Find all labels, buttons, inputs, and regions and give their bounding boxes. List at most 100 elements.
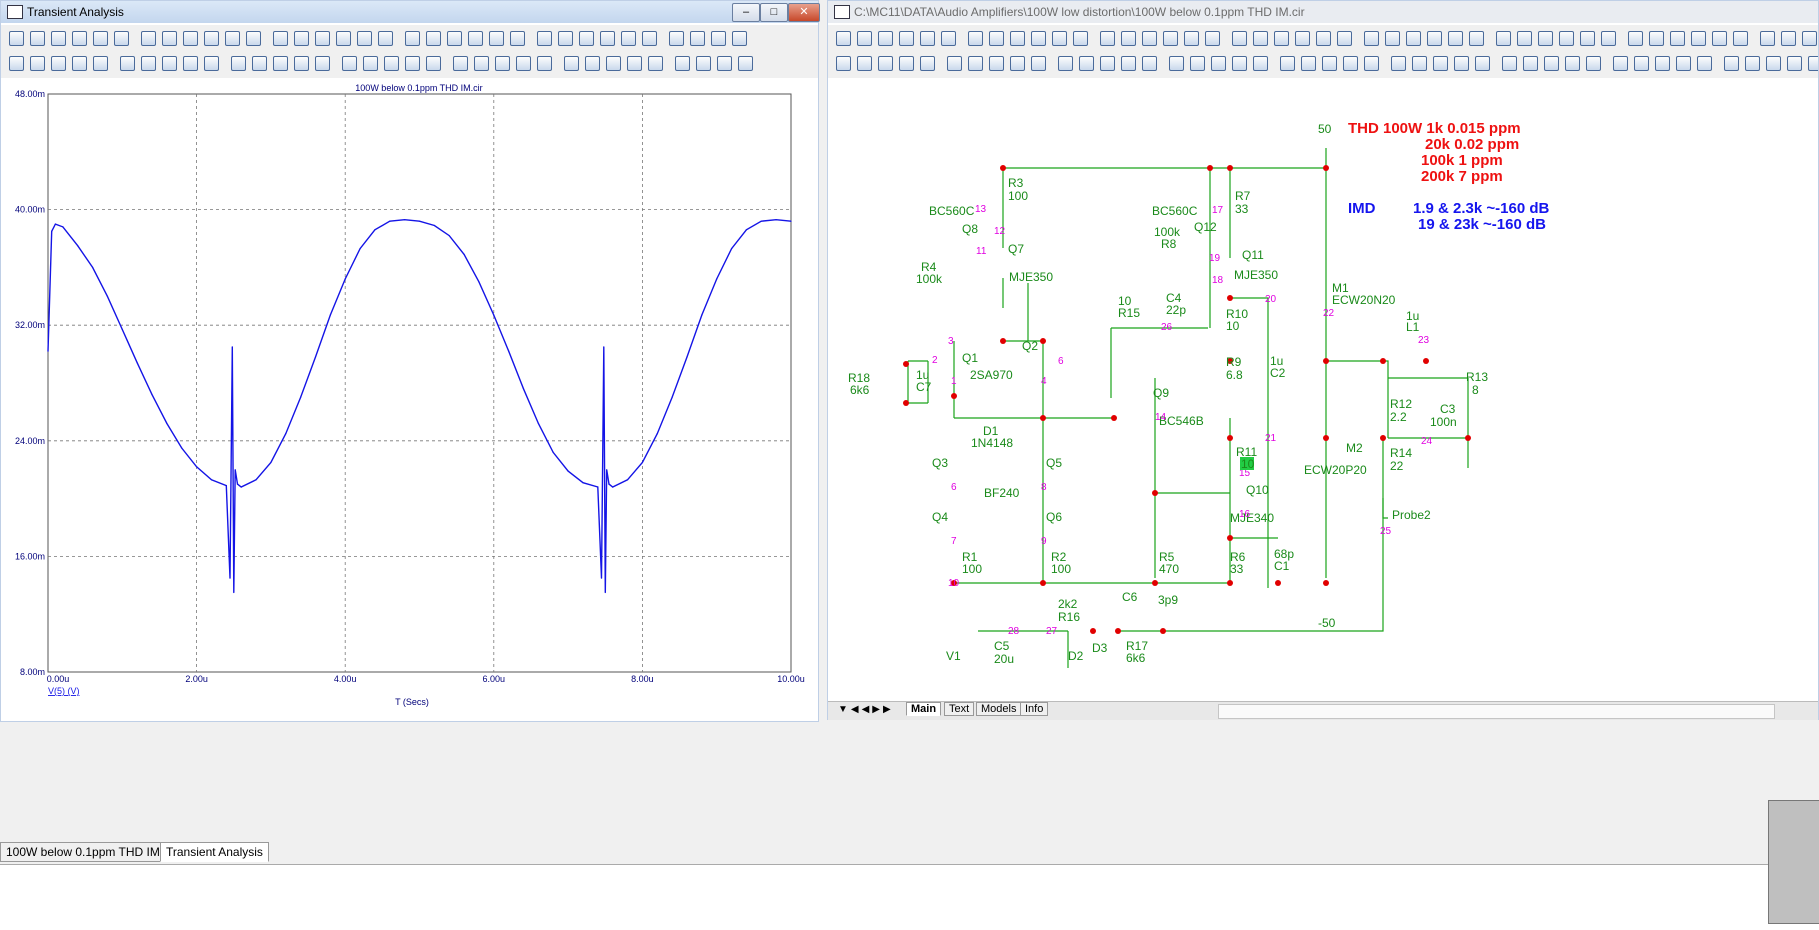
toolbar-button-icon[interactable] bbox=[855, 29, 873, 47]
toolbar-button-icon[interactable] bbox=[313, 29, 331, 47]
tab-circuit-file[interactable]: 100W below 0.1ppm THD IM.cir bbox=[0, 842, 182, 862]
toolbar-button-icon[interactable] bbox=[966, 29, 984, 47]
toolbar-button-icon[interactable] bbox=[1758, 29, 1776, 47]
toolbar-button-icon[interactable] bbox=[945, 54, 963, 72]
toolbar-button-icon[interactable] bbox=[1764, 54, 1782, 72]
toolbar-button-icon[interactable] bbox=[1785, 54, 1803, 72]
output-pane[interactable] bbox=[0, 864, 1819, 930]
toolbar-button-icon[interactable] bbox=[1341, 54, 1359, 72]
toolbar-button-icon[interactable] bbox=[1140, 29, 1158, 47]
toolbar-button-icon[interactable] bbox=[1029, 54, 1047, 72]
toolbar-button-icon[interactable] bbox=[91, 29, 109, 47]
toolbar-button-icon[interactable] bbox=[1446, 29, 1464, 47]
toolbar-button-icon[interactable] bbox=[7, 54, 25, 72]
toolbar-button-icon[interactable] bbox=[1404, 29, 1422, 47]
toolbar-button-icon[interactable] bbox=[987, 29, 1005, 47]
toolbar-button-icon[interactable] bbox=[139, 29, 157, 47]
toolbar-button-icon[interactable] bbox=[1674, 54, 1692, 72]
toolbar-button-icon[interactable] bbox=[1467, 29, 1485, 47]
toolbar-button-icon[interactable] bbox=[1515, 29, 1533, 47]
toolbar-button-icon[interactable] bbox=[1695, 54, 1713, 72]
toolbar-button-icon[interactable] bbox=[1653, 54, 1671, 72]
toolbar-button-icon[interactable] bbox=[271, 29, 289, 47]
maximize-button[interactable]: □ bbox=[760, 3, 788, 22]
toolbar-button-icon[interactable] bbox=[1578, 29, 1596, 47]
toolbar-button-icon[interactable] bbox=[472, 54, 490, 72]
toolbar-button-icon[interactable] bbox=[1299, 54, 1317, 72]
toolbar-button-icon[interactable] bbox=[424, 54, 442, 72]
toolbar-button-icon[interactable] bbox=[1140, 54, 1158, 72]
toolbar-button-icon[interactable] bbox=[1668, 29, 1686, 47]
toolbar-button-icon[interactable] bbox=[1272, 29, 1290, 47]
toolbar-button-icon[interactable] bbox=[1056, 54, 1074, 72]
toolbar-button-icon[interactable] bbox=[1647, 29, 1665, 47]
toolbar-button-icon[interactable] bbox=[1536, 29, 1554, 47]
toolbar-button-icon[interactable] bbox=[694, 54, 712, 72]
toolbar-button-icon[interactable] bbox=[1557, 29, 1575, 47]
toolbar-button-icon[interactable] bbox=[1293, 29, 1311, 47]
tab-nav-buttons[interactable]: ▼◀◀▶▶ bbox=[838, 704, 894, 715]
toolbar-button-icon[interactable] bbox=[493, 54, 511, 72]
toolbar-button-icon[interactable] bbox=[508, 29, 526, 47]
toolbar-button-icon[interactable] bbox=[451, 54, 469, 72]
toolbar-button-icon[interactable] bbox=[535, 54, 553, 72]
toolbar-button-icon[interactable] bbox=[292, 29, 310, 47]
toolbar-button-icon[interactable] bbox=[1278, 54, 1296, 72]
toolbar-button-icon[interactable] bbox=[181, 54, 199, 72]
toolbar-button-icon[interactable] bbox=[1251, 54, 1269, 72]
toolbar-button-icon[interactable] bbox=[376, 29, 394, 47]
toolbar-button-icon[interactable] bbox=[1452, 54, 1470, 72]
toolbar-button-icon[interactable] bbox=[897, 29, 915, 47]
toolbar-button-icon[interactable] bbox=[625, 54, 643, 72]
toolbar-button-icon[interactable] bbox=[1335, 29, 1353, 47]
toolbar-button-icon[interactable] bbox=[340, 54, 358, 72]
toolbar-button-icon[interactable] bbox=[424, 29, 442, 47]
toolbar-button-icon[interactable] bbox=[1077, 54, 1095, 72]
tab-text[interactable]: Text bbox=[944, 702, 975, 716]
toolbar-button-icon[interactable] bbox=[1362, 54, 1380, 72]
tab-main[interactable]: Main bbox=[906, 702, 942, 716]
toolbar-button-icon[interactable] bbox=[1071, 29, 1089, 47]
toolbar-button-icon[interactable] bbox=[577, 29, 595, 47]
toolbar-button-icon[interactable] bbox=[292, 54, 310, 72]
toolbar-button-icon[interactable] bbox=[334, 29, 352, 47]
toolbar-button-icon[interactable] bbox=[355, 29, 373, 47]
toolbar-button-icon[interactable] bbox=[403, 29, 421, 47]
toolbar-button-icon[interactable] bbox=[70, 54, 88, 72]
toolbar-button-icon[interactable] bbox=[1314, 29, 1332, 47]
toolbar-button-icon[interactable] bbox=[667, 29, 685, 47]
minimize-button[interactable]: – bbox=[732, 3, 760, 22]
tab-models[interactable]: Models bbox=[976, 702, 1022, 716]
toolbar-button-icon[interactable] bbox=[403, 54, 421, 72]
toolbar-button-icon[interactable] bbox=[939, 29, 957, 47]
toolbar-button-icon[interactable] bbox=[897, 54, 915, 72]
toolbar-button-icon[interactable] bbox=[1626, 29, 1644, 47]
toolbar-button-icon[interactable] bbox=[1800, 29, 1818, 47]
toolbar-button-icon[interactable] bbox=[646, 54, 664, 72]
toolbar-button-icon[interactable] bbox=[619, 29, 637, 47]
toolbar-button-icon[interactable] bbox=[160, 29, 178, 47]
toolbar-button-icon[interactable] bbox=[91, 54, 109, 72]
toolbar-button-icon[interactable] bbox=[987, 54, 1005, 72]
toolbar-button-icon[interactable] bbox=[1731, 29, 1749, 47]
toolbar-button-icon[interactable] bbox=[202, 29, 220, 47]
toolbar-button-icon[interactable] bbox=[1230, 54, 1248, 72]
toolbar-button-icon[interactable] bbox=[229, 54, 247, 72]
toolbar-button-icon[interactable] bbox=[918, 29, 936, 47]
toolbar-button-icon[interactable] bbox=[730, 29, 748, 47]
toolbar-button-icon[interactable] bbox=[1563, 54, 1581, 72]
toolbar-button-icon[interactable] bbox=[1182, 29, 1200, 47]
toolbar-button-icon[interactable] bbox=[1410, 54, 1428, 72]
toolbar-button-icon[interactable] bbox=[598, 29, 616, 47]
toolbar-button-icon[interactable] bbox=[466, 29, 484, 47]
toolbar-button-icon[interactable] bbox=[1119, 54, 1137, 72]
toolbar-button-icon[interactable] bbox=[1098, 54, 1116, 72]
toolbar-button-icon[interactable] bbox=[1599, 29, 1617, 47]
toolbar-button-icon[interactable] bbox=[49, 29, 67, 47]
transient-analysis-titlebar[interactable]: Transient Analysis – □ ✕ bbox=[1, 1, 820, 23]
toolbar-button-icon[interactable] bbox=[244, 29, 262, 47]
toolbar-button-icon[interactable] bbox=[181, 29, 199, 47]
